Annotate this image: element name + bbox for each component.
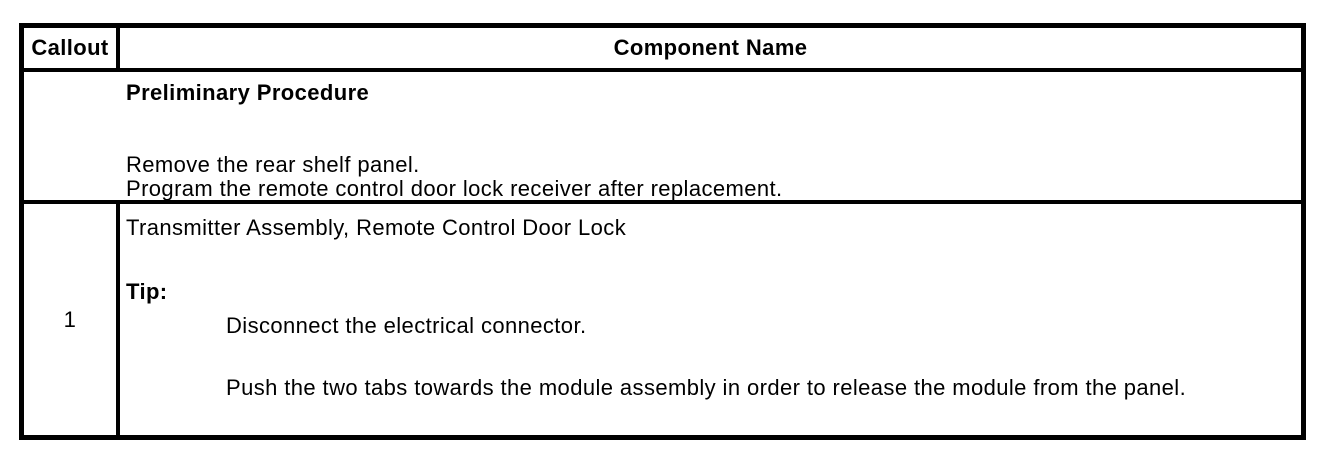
component-callout-table: Callout Component Name Preliminary Proce…	[19, 23, 1306, 440]
component-name-column-header: Component Name	[613, 35, 808, 60]
tip-step: Disconnect the electrical connector.	[226, 313, 587, 338]
preliminary-procedure-steps: Remove the rear shelf panel. Program the…	[126, 153, 1291, 201]
tip-step: Push the two tabs towards the module ass…	[226, 375, 1187, 400]
preliminary-procedure-row: Preliminary Procedure Remove the rear sh…	[24, 72, 1301, 204]
preliminary-procedure-title: Preliminary Procedure	[126, 80, 370, 105]
component-row: 1 Transmitter Assembly, Remote Control D…	[24, 204, 1301, 435]
preliminary-step: Remove the rear shelf panel.	[126, 152, 420, 177]
table-header-row: Callout Component Name	[24, 28, 1301, 72]
component-name-text: Transmitter Assembly, Remote Control Doo…	[126, 215, 627, 240]
tip-label: Tip:	[126, 279, 168, 304]
preliminary-step: Program the remote control door lock rec…	[126, 176, 783, 201]
callout-number-cell: 1	[24, 204, 120, 435]
callout-column-header: Callout	[24, 28, 120, 68]
component-description-cell: Transmitter Assembly, Remote Control Doo…	[120, 204, 1301, 435]
